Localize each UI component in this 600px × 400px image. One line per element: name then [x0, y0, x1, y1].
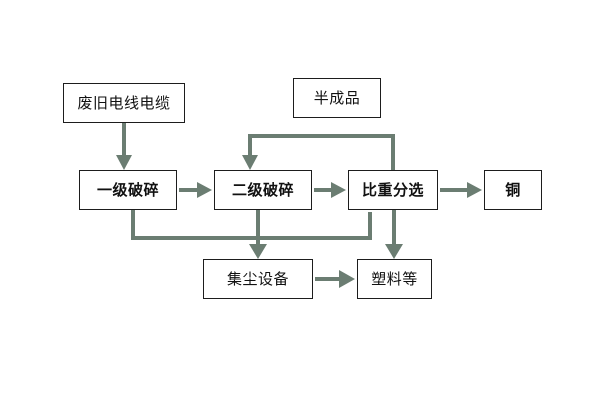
node-primary-crusher[interactable]: 一级破碎	[79, 170, 177, 210]
node-label: 半成品	[313, 88, 361, 107]
node-gravity-sorting[interactable]: 比重分选	[348, 170, 438, 210]
connector-scrap-to-primary	[116, 123, 132, 170]
connector-primary-to-secondary	[179, 182, 212, 198]
connector-dust-to-plastics	[315, 270, 355, 288]
connector-gravity-to-plastics	[385, 210, 403, 259]
connector-gravity-to-copper	[440, 182, 482, 198]
node-label: 比重分选	[361, 180, 424, 199]
node-label: 集尘设备	[226, 269, 289, 288]
connector-secondary-to-gravity	[314, 182, 346, 198]
node-secondary-crusher[interactable]: 二级破碎	[214, 170, 312, 210]
connector-collector-bar-to-dust	[131, 210, 372, 259]
node-copper[interactable]: 铜	[484, 170, 542, 210]
node-semi-finished[interactable]: 半成品	[293, 78, 381, 118]
node-label: 一级破碎	[96, 180, 159, 199]
node-label: 塑料等	[371, 269, 418, 288]
node-scrap-wire[interactable]: 废旧电线电缆	[63, 83, 185, 123]
node-dust-collector[interactable]: 集尘设备	[203, 259, 313, 299]
connector-gravity-recycle-to-secondary	[242, 134, 395, 170]
node-label: 铜	[505, 180, 521, 199]
node-plastics[interactable]: 塑料等	[357, 259, 432, 299]
node-label: 二级破碎	[231, 180, 294, 199]
node-label: 废旧电线电缆	[77, 93, 171, 112]
